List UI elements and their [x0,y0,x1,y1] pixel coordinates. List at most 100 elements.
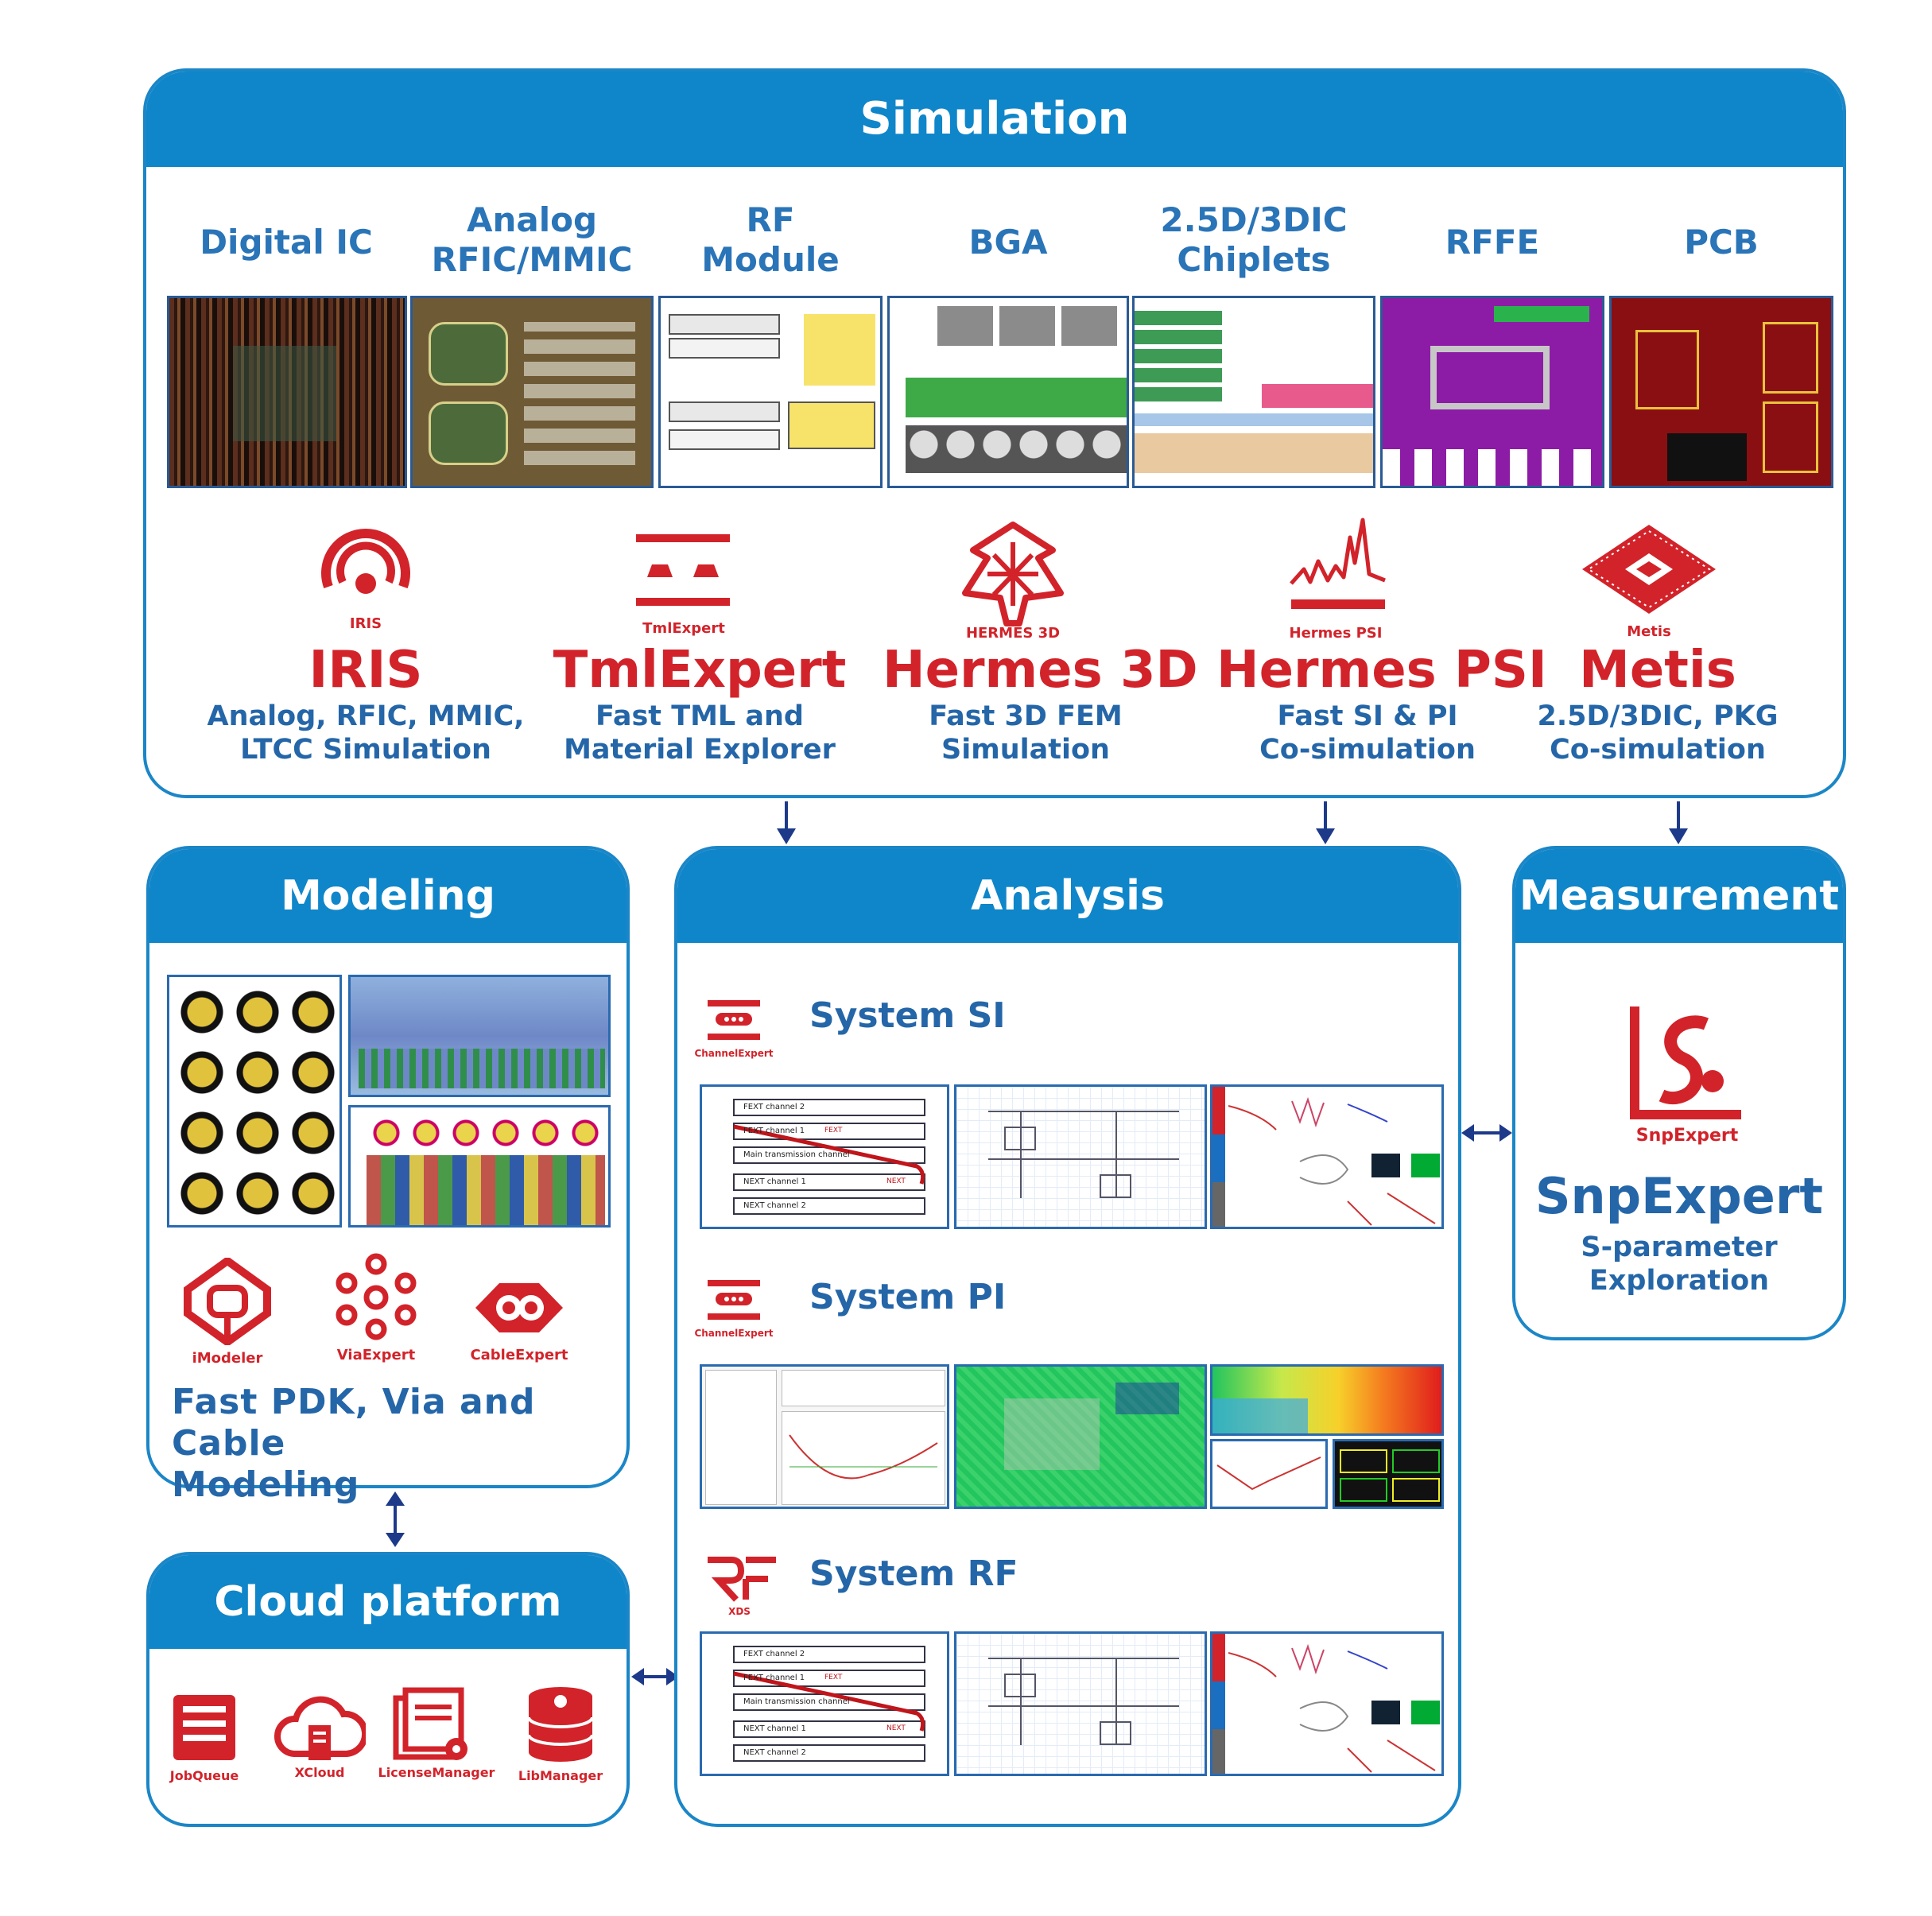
hermes3d-name: Hermes 3D [883,641,1198,700]
snpexpert-caption: SnpExpert [1635,1126,1739,1146]
rf-next-tag: NEXT [886,1724,906,1732]
analog-rfic-image [410,296,654,488]
hermespsi-desc: Fast SI & PI Co-simulation [1259,700,1476,766]
si-fext-tag: FEXT [824,1127,843,1134]
rf-channel-label-2: FEXT channel 1 [743,1674,805,1682]
simulation-header: Simulation [146,72,1843,167]
arrow-cloud-analysis [631,1668,679,1685]
imodeler-label: iModeler [192,1350,263,1367]
modeling-title: Modeling [281,872,495,920]
channelexpert-icon [708,1000,760,1040]
snpexpert-name: SnpExpert [1534,1167,1824,1225]
xcloud-label: XCloud [294,1765,345,1780]
rf-channel-label-5: NEXT channel 2 [743,1748,806,1757]
simulation-title: Simulation [859,93,1130,145]
iris-caption: IRIS [349,615,382,632]
system-pi-plot [1210,1439,1328,1509]
imodeler-icon [184,1258,271,1345]
si-channel-label-3: Main transmission channel [743,1150,850,1159]
measurement-header: Measurement [1515,849,1843,943]
pi-impedance-curve [789,1434,938,1480]
si-channel-label-5: NEXT channel 2 [743,1201,806,1210]
system-pi-waves [1333,1439,1444,1509]
si-channel-label-4: NEXT channel 1 [743,1177,806,1186]
xcloud-icon [274,1696,366,1760]
hermes3d-desc: Fast 3D FEM Simulation [929,700,1123,766]
modeling-desc: Fast PDK, Via and Cable Modeling [172,1382,536,1505]
snpexpert-desc: S-parameter Exploration [1581,1231,1778,1297]
si-next-tag: NEXT [886,1177,906,1185]
rf-fext-tag: FEXT [824,1674,843,1681]
category-rf-module: RF Module [701,200,840,279]
rf-channel-label-3: Main transmission channel [743,1697,850,1706]
jobqueue-icon [173,1695,235,1760]
system-rf-results [1210,1631,1444,1776]
metis-icon [1582,525,1716,614]
rf-module-image [658,296,883,488]
si-results-svg [1228,1096,1440,1226]
rf-results-svg [1228,1643,1440,1773]
system-pi-heatmap [1210,1364,1444,1436]
hermespsi-name: Hermes PSI [1216,641,1547,700]
system-si-logo-caption: ChannelExpert [694,1048,774,1059]
category-chiplets: 2.5D/3DIC Chiplets [1160,200,1348,279]
system-pi-logo-caption: ChannelExpert [694,1328,774,1339]
tmlexpert-name: TmlExpert [553,641,847,700]
system-rf-channel-diagram: FEXT channel 2 FEXT channel 1 Main trans… [700,1631,949,1776]
rffe-image [1380,296,1604,488]
system-si-channel-diagram: FEXT channel 2 FEXT channel 1 Main trans… [700,1084,949,1229]
hermes3d-caption: HERMES 3D [965,625,1061,642]
chiplets-image [1132,296,1375,488]
iris-desc: Analog, RFIC, MMIC, LTCC Simulation [207,700,525,766]
arrow-modeling-cloud [386,1491,405,1547]
system-pi-board [954,1364,1207,1509]
hermespsi-icon [1290,518,1386,609]
modeling-via-image [348,975,611,1097]
arrow-analysis-measurement [1461,1124,1512,1142]
system-rf-logo-caption: XDS [728,1606,751,1617]
category-bga: BGA [968,223,1048,262]
category-pcb: PCB [1684,223,1759,262]
viaexpert-label: ViaExpert [336,1347,416,1363]
system-si-schematic [954,1084,1207,1229]
system-rf-schematic [954,1631,1207,1776]
licensemanager-label: LicenseManager [378,1765,495,1780]
si-channel-label-1: FEXT channel 2 [743,1103,805,1111]
metis-desc: 2.5D/3DIC, PKG Co-simulation [1537,700,1779,766]
modeling-header: Modeling [149,849,627,943]
measurement-title: Measurement [1519,872,1840,920]
modeling-cable-image [348,1105,611,1228]
modeling-pdk-image [167,975,342,1228]
system-pi-gui [700,1364,949,1509]
xds-icon [708,1557,776,1602]
tmlexpert-desc: Fast TML and Material Explorer [564,700,836,766]
rf-channel-label-1: FEXT channel 2 [743,1650,805,1658]
system-rf-title: System RF [809,1553,1018,1594]
licensemanager-icon [393,1687,467,1760]
tmlexpert-caption: TmlExpert [642,620,725,637]
channelexpert-icon-pi [708,1280,760,1320]
system-pi-title: System PI [809,1277,1007,1317]
hermespsi-caption: Hermes PSI [1289,625,1383,642]
rf-channel-svg [733,1646,925,1762]
analysis-header: Analysis [677,849,1458,943]
snpexpert-icon [1630,1006,1741,1119]
digital-ic-image [167,296,407,488]
system-si-title: System SI [809,995,1006,1036]
pcb-image [1609,296,1833,488]
cableexpert-label: CableExpert [470,1347,568,1363]
metis-name: Metis [1579,641,1736,700]
hermes3d-icon [962,522,1064,626]
iris-name: IRIS [308,641,423,700]
bga-image [887,296,1129,488]
arrow-sim-to-analysis-right [1316,801,1335,844]
rf-channel-label-4: NEXT channel 1 [743,1724,806,1733]
category-digital-ic: Digital IC [200,223,373,262]
si-channel-label-2: FEXT channel 1 [743,1127,805,1135]
arrow-sim-to-measurement [1669,801,1688,844]
category-rffe: RFFE [1445,223,1540,262]
metis-caption: Metis [1627,623,1671,640]
viaexpert-icon [336,1253,417,1340]
tmlexpert-icon [636,534,730,606]
cloud-header: Cloud platform [149,1555,627,1649]
